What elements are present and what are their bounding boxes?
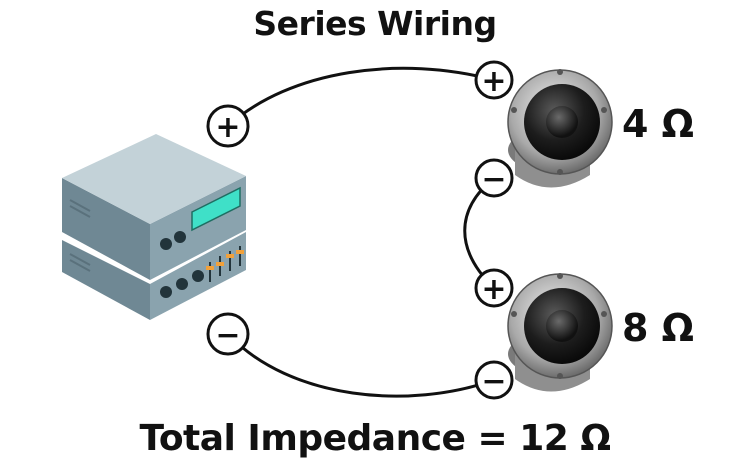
amp-positive-terminal: +: [206, 104, 250, 148]
speaker-1-impedance-label: 4 Ω: [622, 102, 694, 146]
wire-amp-positive-to-speaker1-positive: [226, 66, 495, 128]
speaker-2-positive-terminal: +: [474, 268, 514, 308]
amplifier-icon: [62, 134, 246, 320]
amp-positive-symbol: +: [215, 110, 240, 145]
speaker-2-icon: [507, 273, 613, 392]
amp-negative-symbol: −: [215, 318, 240, 353]
speaker-2-negative-symbol: −: [481, 364, 506, 399]
speaker-1-negative-terminal: −: [474, 158, 514, 198]
speaker-1-positive-terminal: +: [474, 60, 514, 100]
speaker-1-negative-symbol: −: [481, 162, 506, 197]
speaker-2-impedance-label: 8 Ω: [622, 306, 694, 350]
speaker-1-icon: [507, 69, 613, 188]
total-impedance-label: Total Impedance = 12 Ω: [139, 418, 611, 459]
amp-negative-terminal: −: [206, 312, 250, 356]
speaker-1-positive-symbol: +: [481, 64, 506, 99]
speaker-2-negative-terminal: −: [474, 360, 514, 400]
diagram-title: Series Wiring: [253, 4, 497, 43]
wire-amp-negative-to-speaker2-negative: [226, 332, 495, 398]
wires: [226, 66, 496, 398]
speaker-2-positive-symbol: +: [481, 272, 506, 307]
